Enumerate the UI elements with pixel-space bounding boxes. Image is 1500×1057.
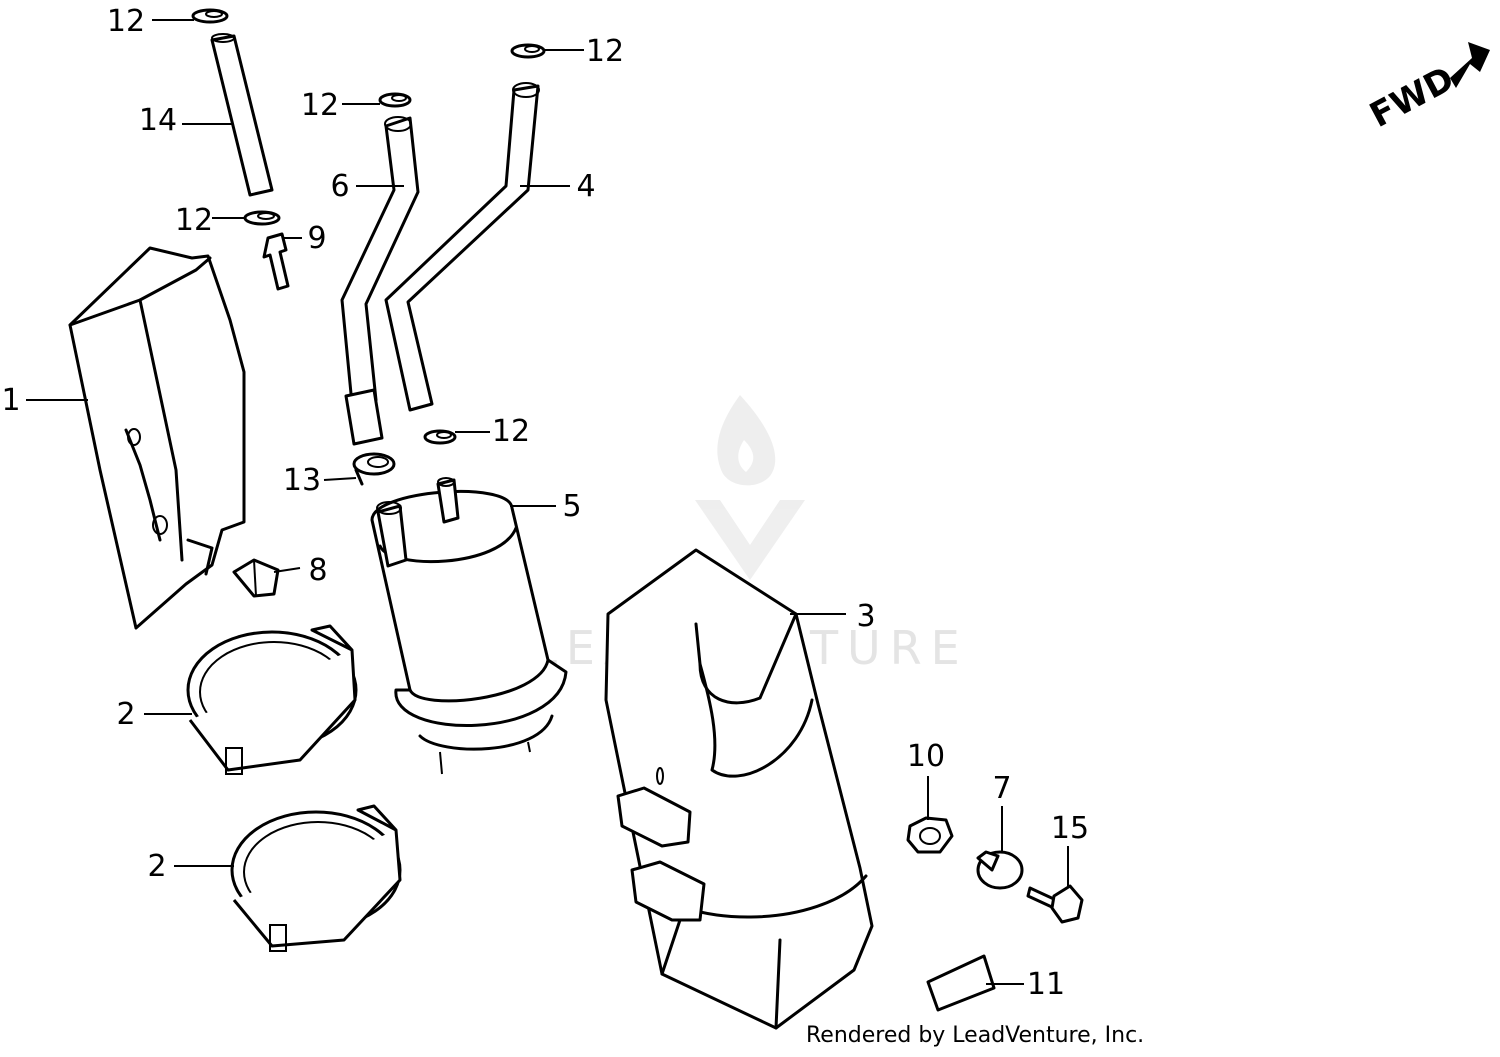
part-9-fitting: [262, 232, 290, 291]
callout-2: 2: [147, 849, 166, 884]
callout-6: 6: [330, 169, 349, 204]
part-13-clamp: [352, 452, 396, 486]
callout-11: 11: [1027, 967, 1065, 1002]
part-2-strap-upper: [186, 624, 358, 775]
callout-13: 13: [283, 463, 321, 498]
part-8-cushion: [232, 558, 280, 598]
callout-14: 14: [139, 103, 177, 138]
callout-12: 12: [301, 88, 339, 123]
part-11-label: [926, 954, 996, 1012]
callout-labels: 12 14 12 12 6 4 12 9 1 12 13 5 8 3 2 2 1…: [1, 4, 1089, 1002]
leader-lines: [26, 19, 1069, 985]
clip-12-top: [191, 8, 229, 24]
callout-5: 5: [562, 489, 581, 524]
part-5-canister: [370, 477, 568, 775]
part-1-cover: [68, 246, 246, 630]
part-10-grommet: [906, 816, 954, 854]
clip-12-mid: [378, 92, 412, 108]
callout-12: 12: [107, 4, 145, 39]
callout-8: 8: [308, 553, 327, 588]
clip-12-upper-right: [510, 43, 546, 59]
callout-15: 15: [1051, 811, 1089, 846]
part-14-tube: [210, 33, 274, 197]
render-credit: Rendered by LeadVenture, Inc.: [806, 1023, 1144, 1048]
part-3-housing: [604, 548, 874, 1030]
callout-2: 2: [116, 697, 135, 732]
part-15-bolt: [1026, 884, 1084, 924]
arrow-icon: [1450, 42, 1490, 88]
callout-7: 7: [992, 771, 1011, 806]
part-2-strap-lower: [230, 804, 402, 952]
callout-4: 4: [576, 169, 595, 204]
part-6-hose: [340, 116, 420, 446]
part-4-hose: [384, 82, 540, 412]
callout-1: 1: [1, 383, 20, 418]
part-7-collar: [976, 850, 1024, 890]
clip-12-lower: [423, 429, 457, 445]
callout-12: 12: [586, 34, 624, 69]
forward-direction-indicator: FWD: [1363, 42, 1490, 136]
callout-12: 12: [175, 203, 213, 238]
callout-12: 12: [492, 414, 530, 449]
callout-9: 9: [307, 221, 326, 256]
fwd-label: FWD: [1363, 59, 1460, 136]
callout-10: 10: [907, 739, 945, 774]
clip-12-left: [243, 210, 281, 226]
watermark-logo: [695, 395, 805, 580]
callout-3: 3: [856, 599, 875, 634]
